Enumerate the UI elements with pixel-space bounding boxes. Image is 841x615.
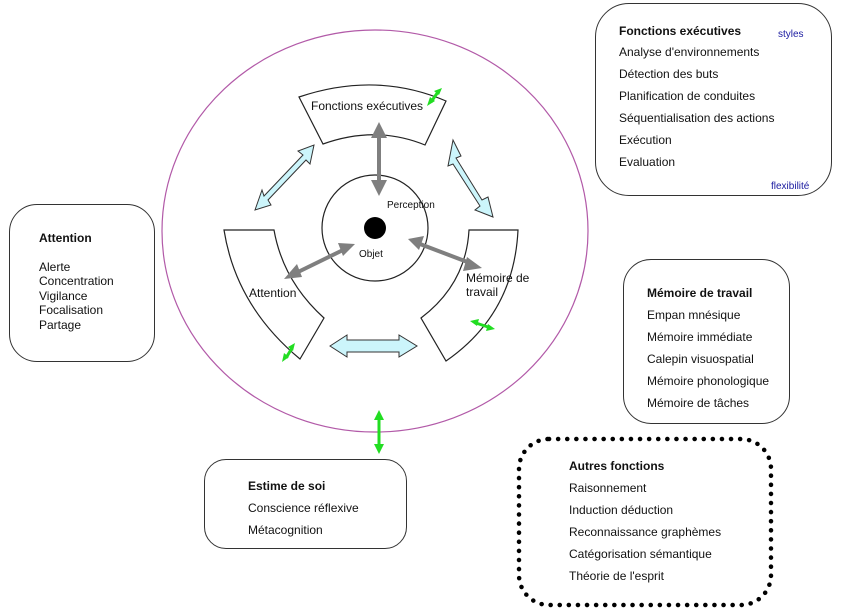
self-esteem-item: Métacognition xyxy=(248,523,323,537)
executive-item: Analyse d'environnements xyxy=(619,45,760,59)
object-dot xyxy=(364,217,386,239)
segment-label-memory-2: travail xyxy=(466,285,499,299)
other-functions-item: Théorie de l'esprit xyxy=(569,569,665,583)
light-arrow-right xyxy=(447,138,494,218)
segment-executive-functions xyxy=(298,84,447,146)
gray-arrow-right xyxy=(408,236,482,271)
executive-item: Planification de conduites xyxy=(619,89,756,103)
object-label: Objet xyxy=(359,249,383,260)
executive-item: Détection des buts xyxy=(619,67,719,81)
executive-item: Exécution xyxy=(619,133,672,147)
executive-item: Séquentialisation des actions xyxy=(619,111,775,125)
other-functions-item: Raisonnement xyxy=(569,481,647,495)
other-functions-box: Autres fonctions Raisonnement Induction … xyxy=(519,439,771,605)
self-esteem-item: Conscience réflexive xyxy=(248,501,359,515)
segment-working-memory xyxy=(420,229,519,362)
light-arrow-left xyxy=(254,144,315,211)
executive-functions-box: Fonctions exécutives styles Analyse d'en… xyxy=(595,3,832,196)
other-functions-item: Catégorisation sémantique xyxy=(569,547,712,561)
attention-item: Vigilance xyxy=(39,289,88,303)
other-functions-item: Reconnaissance graphèmes xyxy=(569,525,722,539)
working-memory-item: Mémoire de tâches xyxy=(647,396,750,410)
self-esteem-title: Estime de soi xyxy=(248,479,326,493)
segment-label-executive: Fonctions exécutives xyxy=(311,99,424,113)
flexibility-label: flexibilité xyxy=(771,181,810,192)
executive-item: Evaluation xyxy=(619,155,676,169)
attention-box: Attention Alerte Concentration Vigilance… xyxy=(9,204,155,362)
segment-label-attention: Attention xyxy=(249,286,297,300)
executive-functions-title: Fonctions exécutives xyxy=(619,24,742,38)
other-functions-title: Autres fonctions xyxy=(569,459,665,473)
working-memory-item: Empan mnésique xyxy=(647,308,741,322)
green-arrow-right xyxy=(470,319,495,331)
working-memory-item: Calepin visuospatial xyxy=(647,352,754,366)
perception-label: Perception xyxy=(387,200,435,211)
working-memory-title: Mémoire de travail xyxy=(647,286,753,300)
self-esteem-box: Estime de soi Conscience réflexive Métac… xyxy=(204,459,407,549)
green-arrow-left xyxy=(282,343,295,362)
working-memory-item: Mémoire immédiate xyxy=(647,330,753,344)
working-memory-box: Mémoire de travail Empan mnésique Mémoir… xyxy=(623,259,790,424)
gray-arrow-left xyxy=(284,243,355,279)
styles-label: styles xyxy=(778,29,804,40)
attention-item: Focalisation xyxy=(39,303,104,317)
light-arrow-bottom xyxy=(329,334,418,358)
outer-circle xyxy=(161,29,589,433)
gray-arrow-top xyxy=(371,122,387,196)
attention-title: Attention xyxy=(39,231,92,245)
segment-label-memory-1: Mémoire de xyxy=(466,271,530,285)
segment-attention xyxy=(223,229,325,360)
attention-item: Concentration xyxy=(39,274,114,288)
working-memory-item: Mémoire phonologique xyxy=(647,374,770,388)
green-arrow-bottom xyxy=(374,410,384,454)
other-functions-item: Induction déduction xyxy=(569,503,674,517)
attention-item: Alerte xyxy=(39,260,71,274)
green-arrow-top xyxy=(427,88,442,106)
attention-item: Partage xyxy=(39,318,82,332)
other-functions-border xyxy=(516,436,774,608)
